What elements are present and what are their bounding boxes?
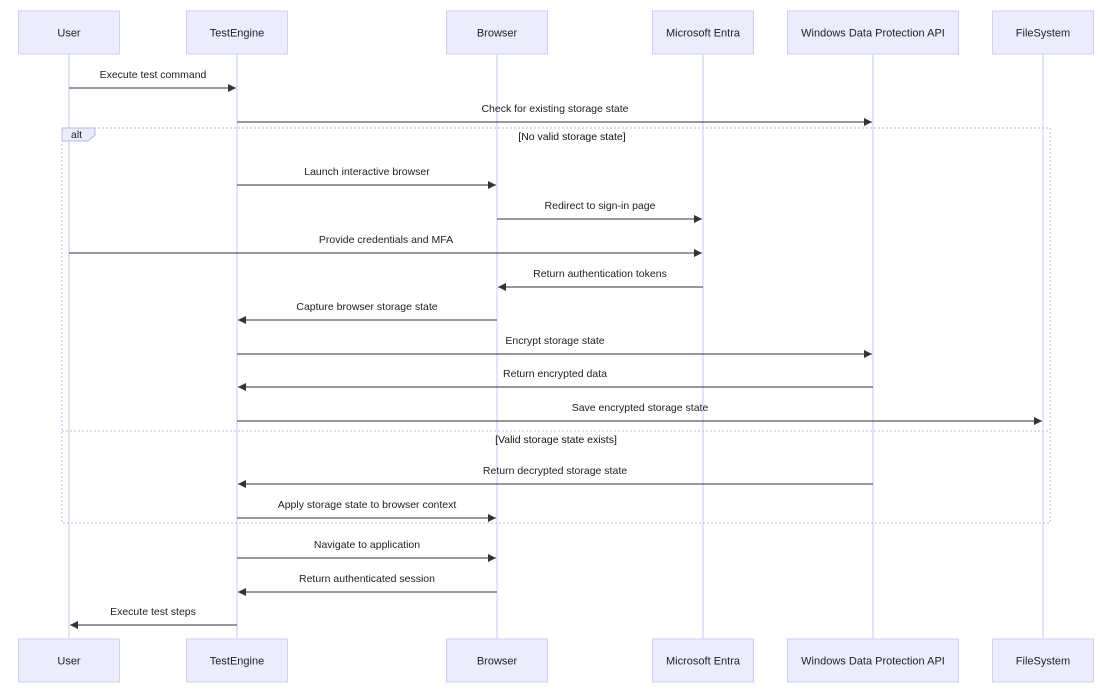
actor-label: Microsoft Entra xyxy=(666,655,741,667)
actor-dpapi-bottom: Windows Data Protection API xyxy=(787,638,959,683)
message-label: Capture browser storage state xyxy=(296,301,437,313)
message-label: Return encrypted data xyxy=(503,368,607,380)
alt-frame-label: alt xyxy=(71,129,82,141)
actor-label: TestEngine xyxy=(210,655,264,667)
message-label: Execute test steps xyxy=(110,606,196,618)
actor-box xyxy=(18,638,120,683)
actor-fs-bottom: FileSystem xyxy=(992,638,1094,683)
actor-engine-bottom: TestEngine xyxy=(186,638,288,683)
actor-label: FileSystem xyxy=(1016,655,1070,667)
actor-engine-top: TestEngine xyxy=(186,10,288,55)
actor-label: Windows Data Protection API xyxy=(801,655,945,667)
actor-box xyxy=(186,638,288,683)
actors-top: User TestEngine Browser Microsoft Entra Wind… xyxy=(18,10,1094,55)
actor-box xyxy=(186,10,288,55)
message-label: Provide credentials and MFA xyxy=(319,234,453,246)
actor-label: Windows Data Protection API xyxy=(801,27,945,39)
actor-label: User xyxy=(57,655,81,667)
message-6: Return authentication tokens xyxy=(498,268,703,291)
alt-frame: alt [No valid storage state] [Valid stor… xyxy=(61,127,1051,524)
actor-dpapi-top: Windows Data Protection API xyxy=(787,10,959,55)
message-10: Save encrypted storage state xyxy=(237,402,1042,425)
message-label: Return decrypted storage state xyxy=(483,465,627,477)
actor-box xyxy=(446,638,548,683)
actor-box xyxy=(652,638,754,683)
message-8: Encrypt storage state xyxy=(237,335,872,358)
message-12: Apply storage state to browser context xyxy=(237,499,496,522)
message-11: Return decrypted storage state xyxy=(238,465,873,488)
actor-browser-top: Browser xyxy=(446,10,548,55)
alt-condition-no-valid-state: [No valid storage state] xyxy=(518,131,625,143)
actor-label: FileSystem xyxy=(1016,27,1070,39)
message-4: Redirect to sign-in page xyxy=(497,200,702,223)
actor-box xyxy=(787,638,959,683)
actor-browser-bottom: Browser xyxy=(446,638,548,683)
message-label: Navigate to application xyxy=(314,539,420,551)
message-3: Launch interactive browser xyxy=(237,166,496,189)
message-9: Return encrypted data xyxy=(238,368,873,391)
actor-box xyxy=(18,10,120,55)
actor-user-top: User xyxy=(18,10,120,55)
lifelines xyxy=(68,54,1044,639)
actor-box xyxy=(652,10,754,55)
message-1: Execute test command xyxy=(69,69,236,92)
message-label: Save encrypted storage state xyxy=(572,402,709,414)
message-15: Execute test steps xyxy=(70,606,237,629)
message-7: Capture browser storage state xyxy=(238,301,497,324)
message-2: Check for existing storage state xyxy=(237,103,872,126)
message-label: Launch interactive browser xyxy=(304,166,430,178)
message-label: Check for existing storage state xyxy=(481,103,628,115)
message-13: Navigate to application xyxy=(237,539,496,562)
message-5: Provide credentials and MFA xyxy=(69,234,702,257)
actors-bottom: User TestEngine Browser Microsoft Entra Wind… xyxy=(18,638,1094,683)
actor-user-bottom: User xyxy=(18,638,120,683)
alt-frame-tab xyxy=(61,127,96,142)
actor-box xyxy=(992,10,1094,55)
message-label: Execute test command xyxy=(100,69,207,81)
actor-label: TestEngine xyxy=(210,27,264,39)
actor-label: Browser xyxy=(477,27,518,39)
message-label: Apply storage state to browser context xyxy=(278,499,457,511)
actor-label: Microsoft Entra xyxy=(666,27,741,39)
message-label: Return authentication tokens xyxy=(533,268,667,280)
alt-frame-border xyxy=(61,127,1051,524)
actor-box xyxy=(992,638,1094,683)
alt-condition-valid-state-exists: [Valid storage state exists] xyxy=(495,434,617,446)
actor-entra-top: Microsoft Entra xyxy=(652,10,754,55)
actor-box xyxy=(446,10,548,55)
actor-label: Browser xyxy=(477,655,518,667)
actor-fs-top: FileSystem xyxy=(992,10,1094,55)
message-14: Return authenticated session xyxy=(238,573,497,596)
message-label: Return authenticated session xyxy=(299,573,435,585)
actor-entra-bottom: Microsoft Entra xyxy=(652,638,754,683)
actor-label: User xyxy=(57,27,81,39)
message-label: Redirect to sign-in page xyxy=(545,200,656,212)
actor-box xyxy=(787,10,959,55)
message-label: Encrypt storage state xyxy=(505,335,604,347)
